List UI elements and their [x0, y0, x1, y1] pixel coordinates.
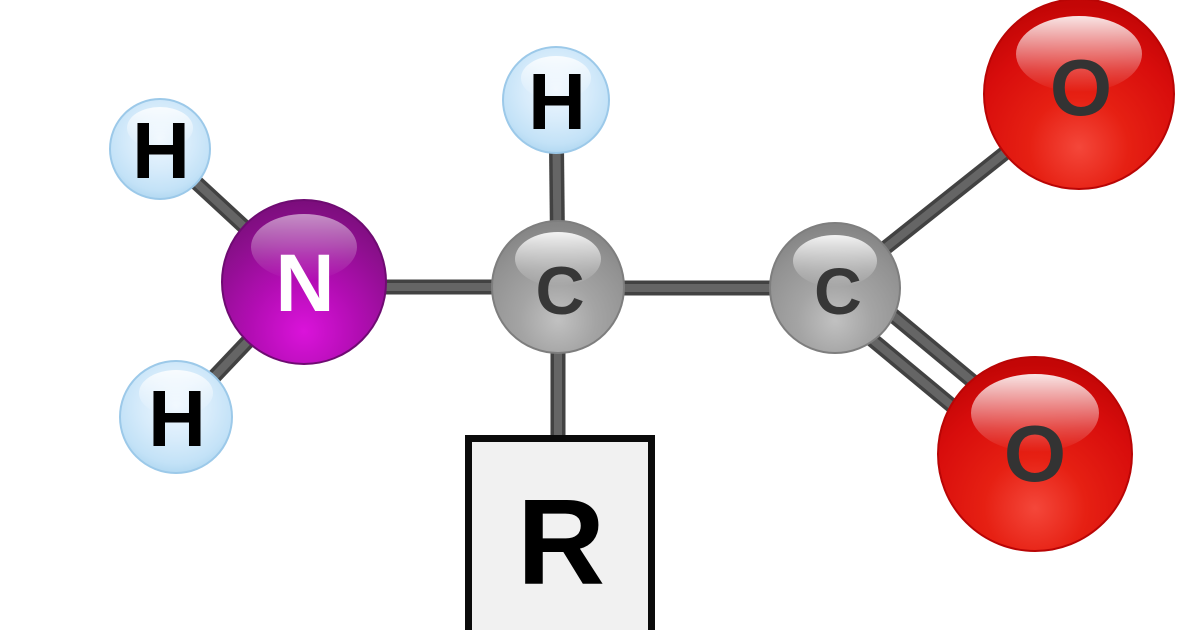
atom-label-h-amine-top: H [132, 106, 190, 195]
gloss-highlight [251, 214, 357, 280]
gloss-highlight [139, 370, 213, 416]
r-group-box [465, 435, 655, 630]
atom-o-hydroxyl: O [983, 0, 1175, 190]
r-group-label: R [517, 474, 605, 610]
gloss-highlight [127, 107, 193, 149]
atom-o-carbonyl: O [937, 356, 1133, 552]
atom-label-o-hydroxyl: O [1050, 43, 1112, 132]
gloss-highlight [521, 56, 591, 100]
gloss-highlight [971, 374, 1099, 452]
gloss-highlight [515, 232, 601, 286]
atom-h-amine-bottom: H [119, 360, 233, 474]
atom-label-h-alpha: H [528, 57, 586, 146]
atom-c-alpha: C [491, 220, 625, 354]
atom-label-c-carboxyl: C [814, 254, 862, 328]
atom-label-n-amine: N [275, 238, 334, 329]
atom-c-carboxyl: C [769, 222, 901, 354]
atom-label-c-alpha: C [535, 253, 584, 329]
atom-label-h-amine-bottom: H [148, 374, 206, 463]
atom-label-o-carbonyl: O [1004, 409, 1066, 498]
atom-h-alpha: H [502, 46, 610, 154]
r-group: R [465, 435, 655, 630]
atom-n-amine: N [221, 199, 387, 365]
gloss-highlight [1016, 16, 1142, 92]
gloss-highlight [793, 235, 877, 287]
atom-h-amine-top: H [109, 98, 211, 200]
